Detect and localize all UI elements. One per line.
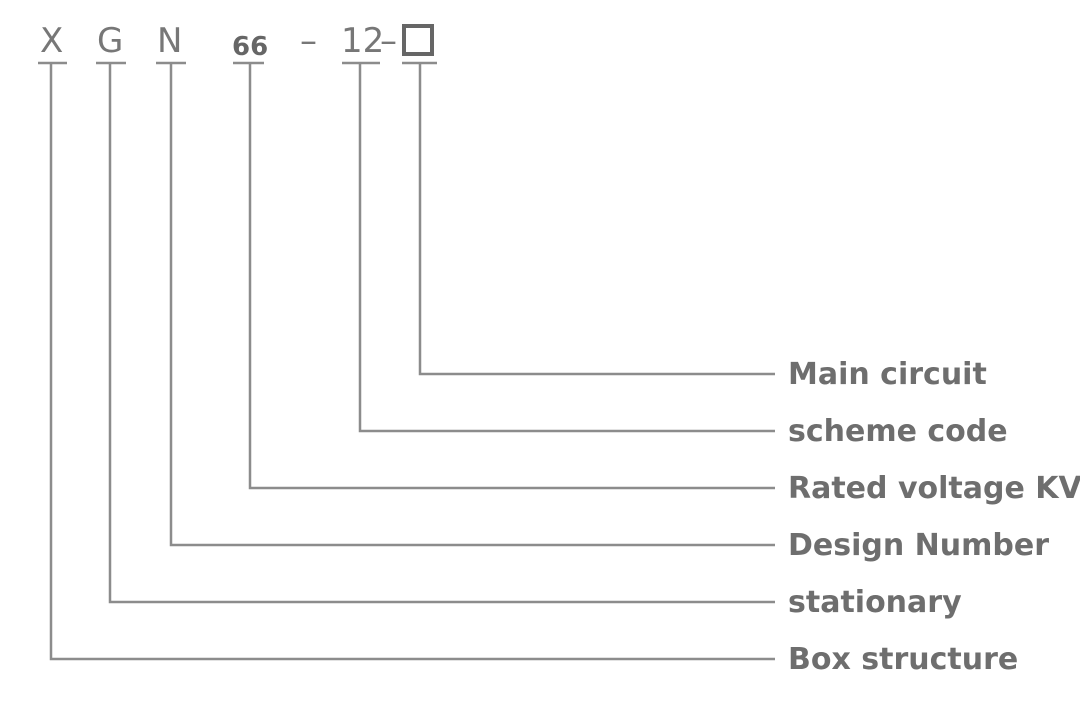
label-stationary: stationary bbox=[788, 585, 962, 620]
code-dash-1: – bbox=[300, 21, 317, 61]
label-rated-voltage: Rated voltage KV bbox=[788, 471, 1080, 506]
code-number-66: 66 bbox=[232, 32, 268, 62]
label-scheme-code: scheme code bbox=[788, 414, 1008, 449]
code-letter-g: G bbox=[97, 21, 123, 61]
code-letter-x: X bbox=[40, 21, 63, 61]
leader-rated-voltage bbox=[248, 63, 775, 490]
label-main-circuit: Main circuit bbox=[788, 357, 987, 392]
code-dash-2: – bbox=[380, 21, 397, 61]
leader-design-number bbox=[169, 63, 775, 547]
leader-main-circuit bbox=[418, 63, 775, 376]
leader-scheme-code bbox=[358, 63, 775, 433]
label-design-number: Design Number bbox=[788, 528, 1049, 563]
code-letter-n: N bbox=[157, 21, 182, 61]
code-number-12: 12 bbox=[341, 21, 384, 61]
main-circuit-box-symbol bbox=[402, 24, 434, 56]
label-box-structure: Box structure bbox=[788, 642, 1018, 677]
leader-stationary bbox=[108, 63, 775, 604]
leader-box-structure bbox=[49, 63, 775, 661]
